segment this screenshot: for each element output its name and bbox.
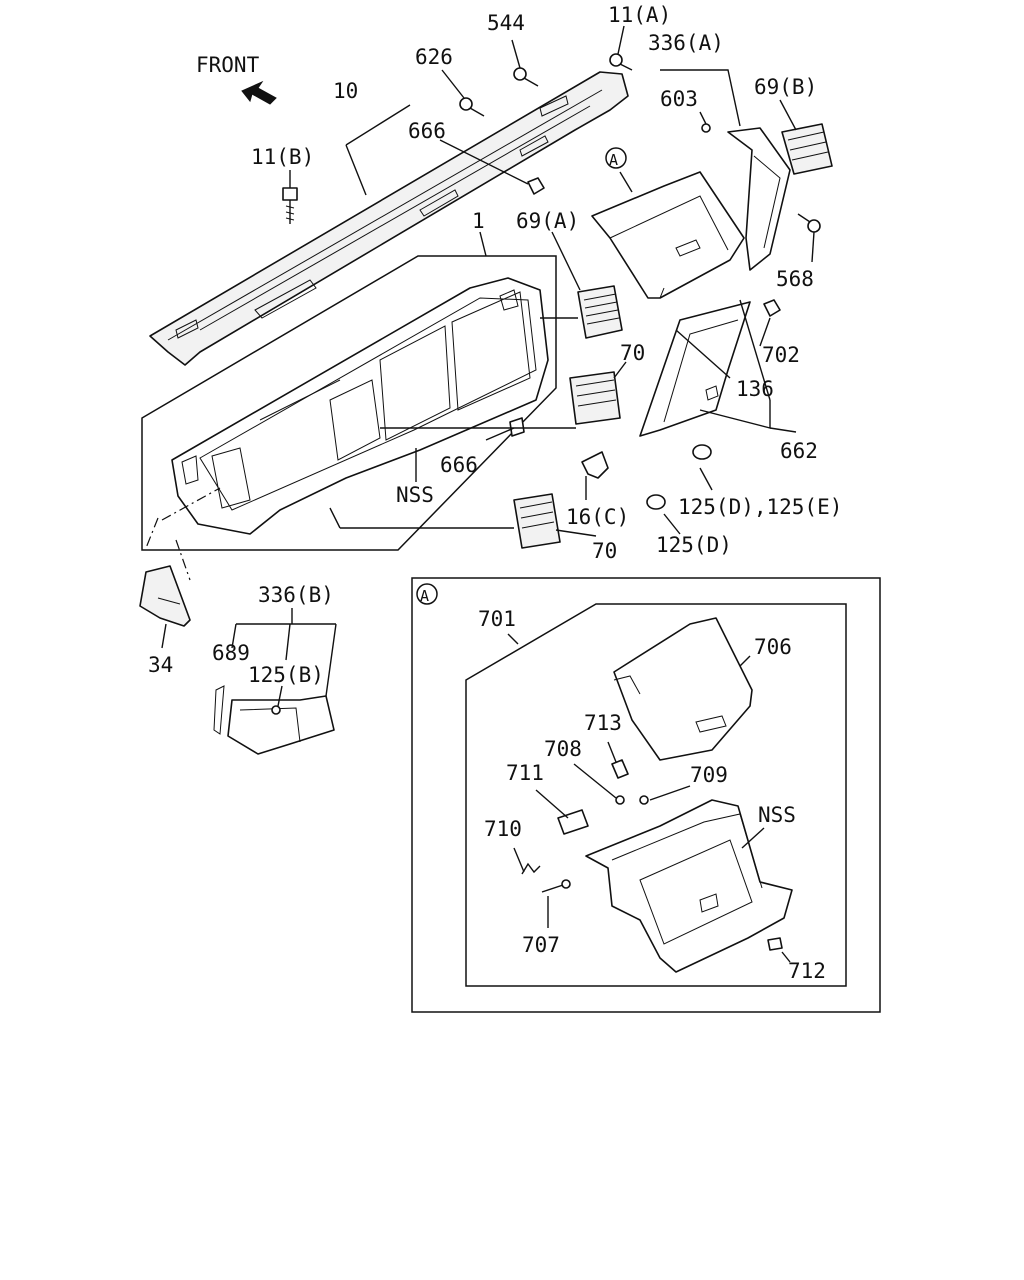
detail-view-a-frame [411, 577, 881, 1013]
detail-inner-frame [465, 603, 847, 987]
reference-a-label: A [609, 151, 618, 169]
side-trim-panel-336a [727, 127, 791, 271]
front-label: FRONT [196, 53, 260, 77]
glove-box-bin-nss [585, 799, 793, 973]
detail-a-marker [416, 583, 438, 605]
clip-666-mid-icon [509, 417, 525, 437]
detail-callout-711: 711 [506, 761, 544, 785]
detail-callout-707: 707 [522, 933, 560, 957]
callout-16c: 16(C) [566, 505, 629, 529]
instrument-panel-group-frame [141, 255, 557, 551]
lower-cover-panel-662 [639, 301, 751, 437]
callout-626: 626 [415, 45, 453, 69]
screw-11a-icon [609, 53, 633, 71]
callout-544: 544 [487, 11, 525, 35]
detail-callout-713: 713 [584, 711, 622, 735]
vent-70-upper-icon [569, 371, 621, 425]
callout-70-lower: 70 [592, 539, 617, 563]
glove-box-assembly [591, 171, 745, 299]
callout-11b: 11(B) [251, 145, 314, 169]
callout-125b: 125(B) [248, 663, 324, 687]
rod-707-icon [541, 879, 571, 893]
vent-69b-icon [781, 123, 833, 175]
callout-662: 662 [780, 439, 818, 463]
front-direction-arrow-icon [241, 80, 277, 105]
screw-603-icon [701, 123, 711, 133]
callout-nss-main: NSS [396, 483, 434, 507]
callout-1: 1 [472, 209, 485, 233]
callout-666-mid: 666 [440, 453, 478, 477]
detail-a-label: A [420, 587, 429, 605]
screw-568-icon [797, 213, 821, 233]
bracket-16c-icon [581, 451, 609, 479]
screw-709-icon [639, 795, 649, 805]
detail-callout-nss: NSS [758, 803, 796, 827]
leader-lines-main [161, 25, 815, 707]
callout-568: 568 [776, 267, 814, 291]
glove-box-lid-706 [613, 617, 753, 761]
detail-callout-712: 712 [788, 959, 826, 983]
dash-centerline [145, 487, 221, 581]
screw-708-icon [615, 795, 625, 805]
callout-666-top: 666 [408, 119, 446, 143]
detail-callout-706: 706 [754, 635, 792, 659]
detail-callout-708: 708 [544, 737, 582, 761]
callout-136: 136 [736, 377, 774, 401]
screw-626-icon [459, 97, 485, 117]
pin-712-icon [767, 937, 783, 951]
leader-lines-detail [507, 633, 791, 963]
callout-689: 689 [212, 641, 250, 665]
clip-125d-icon [646, 494, 666, 510]
callout-10: 10 [333, 79, 358, 103]
nut-702-icon [763, 299, 781, 317]
spring-710-icon [521, 862, 541, 875]
vent-69a-icon [577, 285, 623, 339]
detail-callout-701: 701 [478, 607, 516, 631]
callout-702: 702 [762, 343, 800, 367]
callout-125de: 125(D),125(E) [678, 495, 842, 519]
bolt-11b-icon [282, 187, 298, 224]
reference-a-marker [605, 147, 627, 169]
callout-125d: 125(D) [656, 533, 732, 557]
callout-69b: 69(B) [754, 75, 817, 99]
clip-125de-icon [692, 444, 712, 460]
instrument-panel-main [171, 277, 549, 535]
upper-dash-trim-panel [149, 71, 629, 366]
callout-336a: 336(A) [648, 31, 724, 55]
clip-125b-icon [271, 705, 281, 715]
clip-666-top-icon [527, 177, 545, 195]
callout-11a: 11(A) [608, 3, 671, 27]
screw-544-icon [513, 67, 539, 87]
callout-70-upper: 70 [620, 341, 645, 365]
callout-336b: 336(B) [258, 583, 334, 607]
detail-callout-710: 710 [484, 817, 522, 841]
callout-603: 603 [660, 87, 698, 111]
callout-34: 34 [148, 653, 173, 677]
side-trim-panel-336b [213, 685, 335, 755]
detail-callout-709: 709 [690, 763, 728, 787]
callout-69a: 69(A) [516, 209, 579, 233]
latch-713-icon [611, 759, 629, 779]
vent-70-lower-icon [513, 493, 561, 549]
corner-cap-34 [139, 565, 191, 627]
